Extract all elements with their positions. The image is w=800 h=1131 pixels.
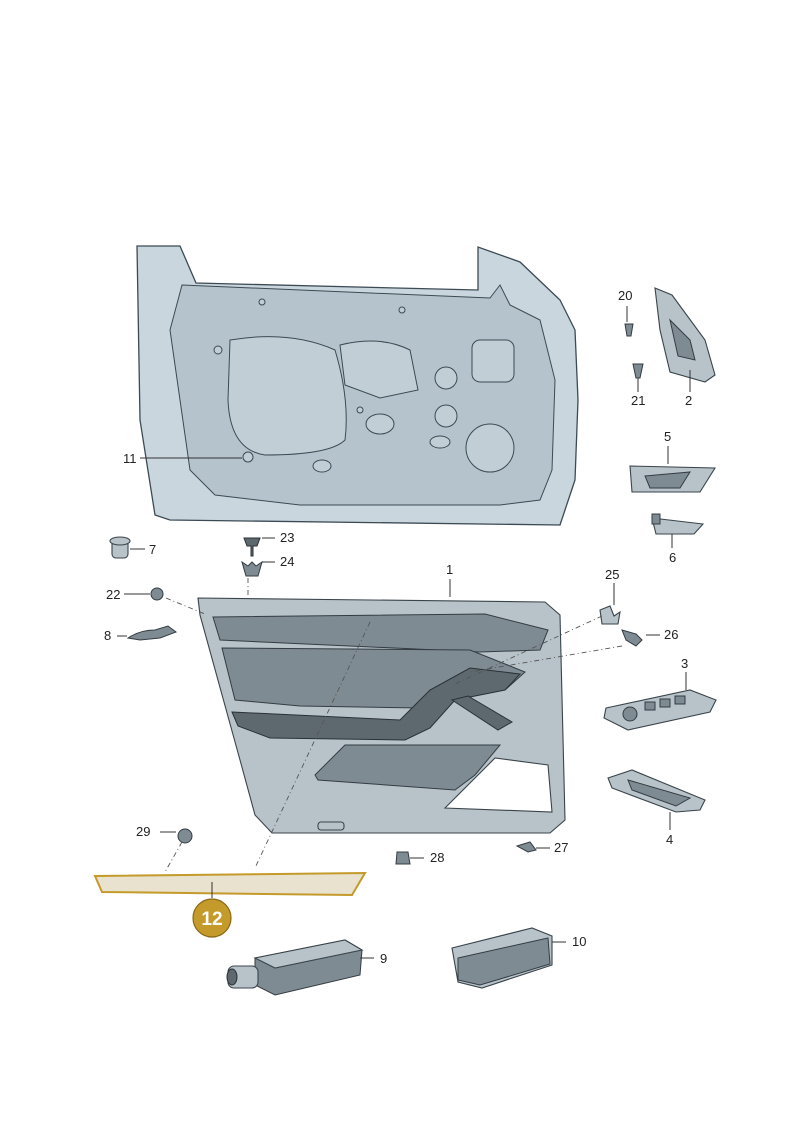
callout-1: 1 (446, 562, 453, 577)
callout-27: 27 (554, 840, 568, 855)
callout-4: 4 (666, 832, 673, 847)
fastener-illustrations (109, 323, 644, 865)
handle-trim-illustration (629, 465, 716, 535)
leader-lines (117, 306, 691, 959)
callout-9: 9 (380, 951, 387, 966)
door-frame-illustration (136, 245, 579, 526)
mirror-trim-illustration (654, 287, 716, 383)
part-12-badge[interactable]: 12 (192, 898, 232, 938)
callout-26: 26 (664, 627, 678, 642)
callout-29: 29 (136, 824, 150, 839)
callout-22: 22 (106, 587, 120, 602)
callout-28: 28 (430, 850, 444, 865)
door-trim-panel-illustration (197, 597, 566, 834)
callout-2: 2 (685, 393, 692, 408)
callout-labels: 1 2 3 4 5 6 7 8 9 10 11 20 21 22 23 24 2… (104, 288, 692, 966)
callout-5: 5 (664, 429, 671, 444)
callout-23: 23 (280, 530, 294, 545)
callout-3: 3 (681, 656, 688, 671)
callout-10: 10 (572, 934, 586, 949)
callout-20: 20 (618, 288, 632, 303)
part-12-trim-strip[interactable] (93, 871, 367, 897)
switch-module-illustration (603, 689, 717, 813)
callout-6: 6 (669, 550, 676, 565)
callout-11: 11 (123, 451, 137, 466)
callout-8: 8 (104, 628, 111, 643)
callout-25: 25 (605, 567, 619, 582)
part-12-badge-label: 12 (201, 909, 222, 930)
callout-24: 24 (280, 554, 294, 569)
part-9-10-illustration (226, 927, 553, 996)
callout-21: 21 (631, 393, 645, 408)
callout-7: 7 (149, 542, 156, 557)
